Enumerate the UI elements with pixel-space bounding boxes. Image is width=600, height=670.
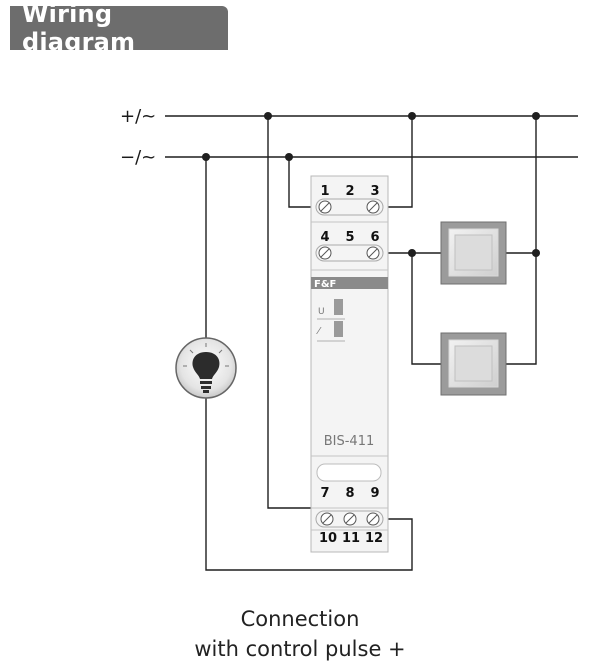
pushbutton-icon-top [440, 221, 507, 285]
indicator-u-led [334, 299, 343, 315]
terminal-11: 11 [342, 531, 360, 546]
brand-logo: F&F [314, 279, 336, 290]
terminal-screws [318, 200, 380, 526]
terminal-labels: 1 2 3 4 5 6 7 8 9 10 11 12 [319, 184, 383, 546]
terminal-7: 7 [320, 486, 329, 501]
terminal-10: 10 [319, 531, 337, 546]
indicator-relay-led [334, 321, 343, 337]
terminal-5: 5 [345, 230, 354, 245]
indicator-u-label: U [318, 307, 325, 317]
terminal-12: 12 [365, 531, 383, 546]
terminal-4: 4 [320, 230, 329, 245]
indicator-relay-label: ⁄ [316, 326, 322, 337]
terminal-3: 3 [370, 184, 379, 199]
device-model: BIS-411 [324, 434, 375, 449]
pushbutton-icon-bottom [440, 332, 507, 396]
rail-positive-label: +/~ [120, 106, 156, 127]
caption: Connection with control pulse + [0, 604, 600, 664]
terminal-8: 8 [345, 486, 354, 501]
terminal-2: 2 [345, 184, 354, 199]
terminal-6: 6 [370, 230, 379, 245]
rail-negative-label: −/~ [120, 147, 156, 168]
header-badge: Wiring diagram [10, 0, 228, 56]
brand-bar [311, 277, 388, 289]
caption-line-1: Connection [240, 607, 360, 631]
relay-device: F&F U ⁄ BIS-411 [310, 175, 389, 553]
junctions [202, 112, 540, 257]
terminal-9: 9 [370, 486, 379, 501]
terminal-1: 1 [320, 184, 329, 199]
header-title: Wiring diagram [22, 0, 136, 56]
label-slot [316, 463, 382, 482]
caption-line-2: with control pulse + [194, 637, 406, 661]
lightbulb-icon [175, 337, 237, 399]
